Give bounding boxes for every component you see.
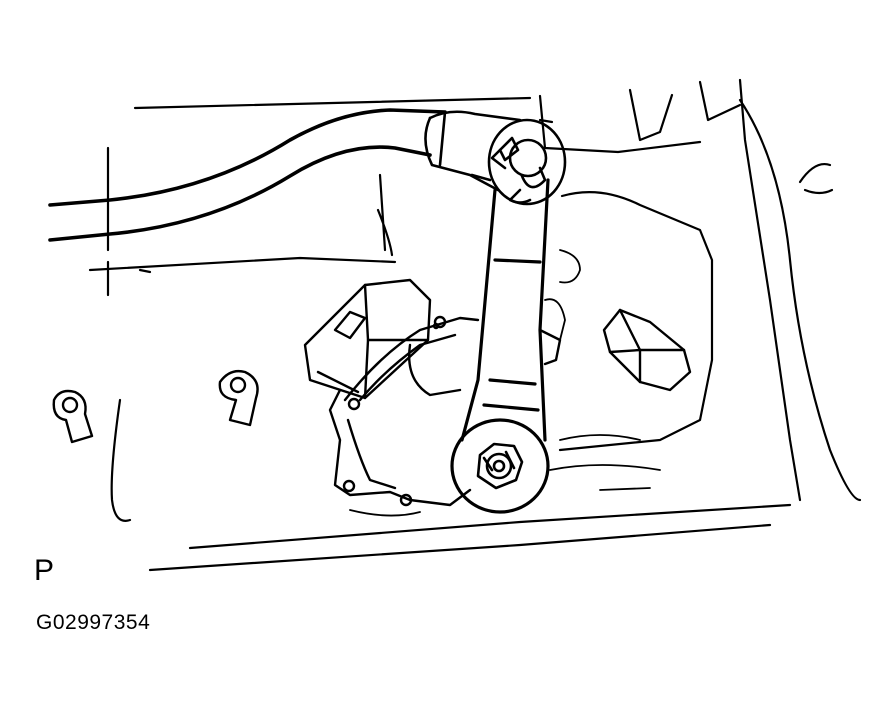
case-contours — [349, 249, 661, 517]
shift-position-label: P — [34, 554, 55, 587]
neutral-start-switch — [328, 315, 562, 507]
shift-cable — [48, 108, 447, 242]
right-bracket — [218, 369, 259, 427]
left-bracket — [52, 389, 94, 444]
transmission-case-outline — [88, 78, 862, 572]
cable-end-fitting — [424, 110, 522, 192]
cable-clip — [487, 118, 567, 206]
figure-id: G02997354 — [36, 611, 151, 634]
lever-nut — [476, 442, 524, 490]
switch-connector — [303, 278, 432, 400]
hex-bolt — [602, 308, 692, 392]
control-shaft-lever — [450, 178, 550, 514]
